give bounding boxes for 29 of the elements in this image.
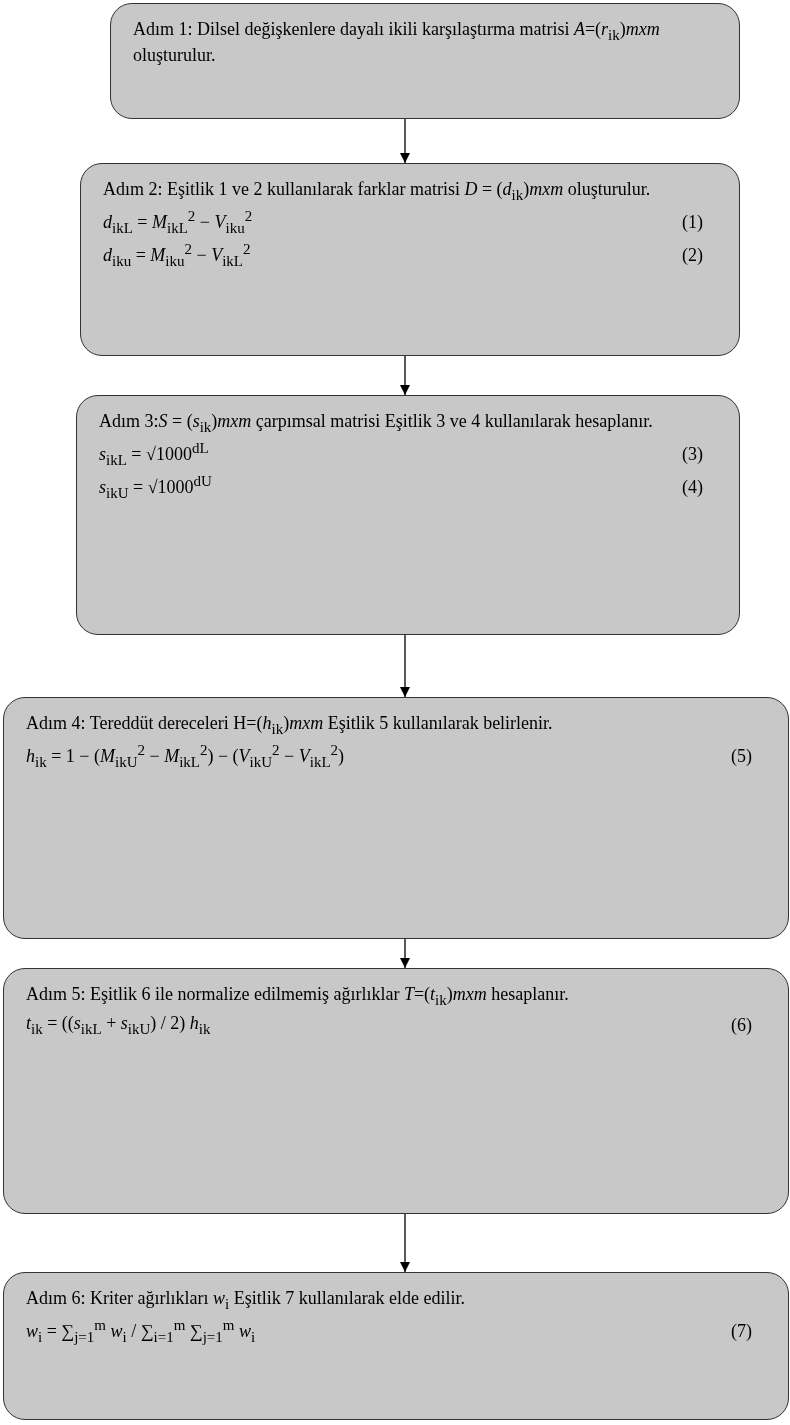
process-box <box>110 3 740 119</box>
formula: w$_{i}$ = ∑$_{j=1}$$^{m}$ w$_{i}$ / ∑$_{i=1}$$^{m}$ ∑$_{j=1}$$^{m}$ w$_{i}$ <box>26 1317 256 1346</box>
process-box <box>76 395 740 635</box>
arrow <box>399 355 411 396</box>
step-text: Adım 4: Tereddüt dereceleri H=(h$_{ik}$)mxm Eşitlik 5 kullanılarak belirlenir. <box>26 712 554 739</box>
arrow <box>399 634 411 698</box>
step-text: Adım 3:S = (s$_{ik}$)mxm çarpımsal matrisi Eşitlik 3 ve 4 kullanılarak hesaplanır. <box>99 410 654 437</box>
process-box <box>3 968 789 1214</box>
formula: s$_{ikL}$ = √1000$^{dL}$ <box>99 440 209 469</box>
step-text: Adım 6: Kriter ağırlıkları w$_{i}$ Eşitlik 7 kullanılarak elde edilir. <box>26 1287 467 1314</box>
equation-number: (2) <box>682 244 703 266</box>
equation-number: (7) <box>731 1321 752 1343</box>
formula: h$_{ik}$ = 1 − (M$_{ikU}$$^{2}$ − M$_{ikL}$$^{2}$) − (V$_{ikU}$$^{2}$ − V$_{ikL}$$^{2}$) <box>26 742 345 771</box>
process-box <box>80 163 740 356</box>
step-text: Adım 2: Eşitlik 1 ve 2 kullanılarak farklar matrisi D = (d$_{ik}$)mxm oluşturulur. <box>103 178 652 205</box>
step-text: Adım 1: Dilsel değişkenlere dayalı ikili karşılaştırma matrisi A=(r$_{ik}$)mxm oluşturulur. <box>133 18 661 67</box>
equation-number: (3) <box>682 444 703 466</box>
equation-number: (6) <box>731 1015 752 1037</box>
arrow <box>399 1213 411 1273</box>
step-text: Adım 5: Eşitlik 6 ile normalize edilmemiş ağırlıklar T=(t$_{ik}$)mxm hesaplanır. <box>26 983 570 1010</box>
equation-number: (4) <box>682 476 703 498</box>
arrow <box>399 118 411 164</box>
arrow <box>399 938 411 969</box>
process-box <box>3 1272 789 1420</box>
equation-number: (5) <box>731 746 752 768</box>
process-box <box>3 697 789 939</box>
formula: s$_{ikU}$ = √1000$^{dU}$ <box>99 472 212 502</box>
formula: t$_{ik}$ = ((s$_{ikL}$ + s$_{ikU}$) / 2) h$_{ik}$ <box>26 1013 211 1038</box>
equation-number: (1) <box>682 212 703 234</box>
